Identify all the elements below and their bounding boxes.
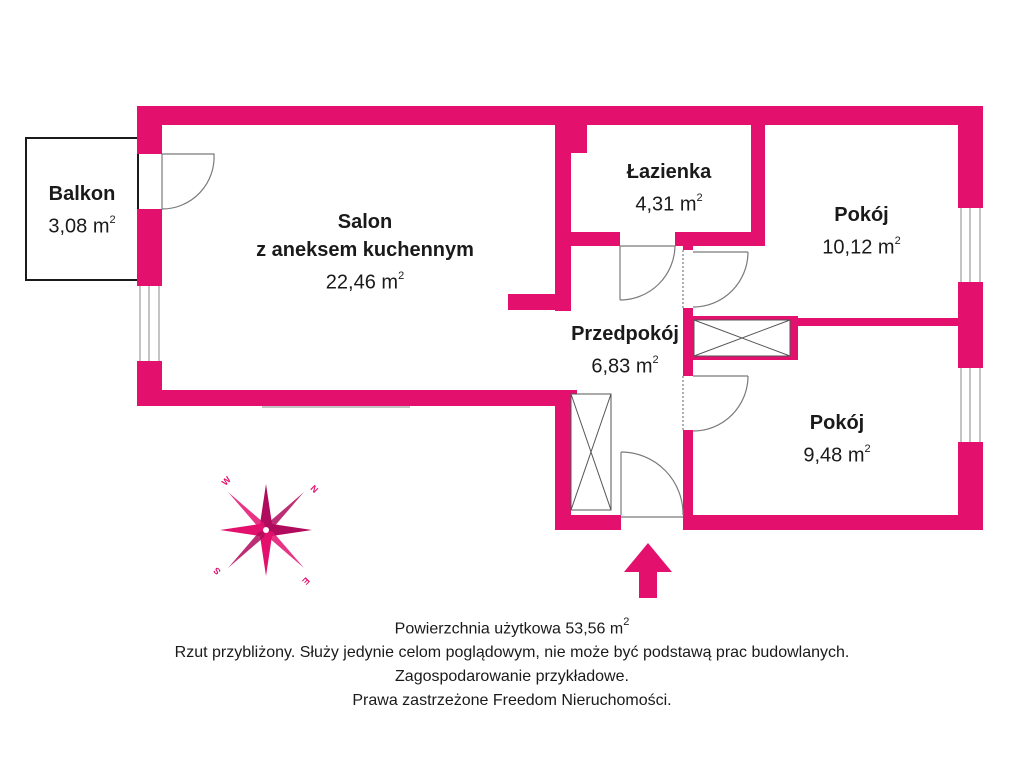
window-room2 xyxy=(960,368,981,442)
wall-left-upper xyxy=(137,106,162,154)
room-area: 10,12 m2 xyxy=(822,235,901,259)
footer-notes: Powierzchnia użytkowa 53,56 m2 Rzut przy… xyxy=(0,612,1024,713)
wall-bath-bottom-left xyxy=(555,232,620,246)
room-area: 9,48 m2 xyxy=(803,443,871,467)
room-name: Balkon xyxy=(48,183,116,205)
wall-salon-bottom xyxy=(137,390,577,406)
wall-salon-right xyxy=(555,106,571,311)
arrangement-line: Zagospodarowanie przykładowe. xyxy=(395,668,629,686)
room-name: Salon xyxy=(337,211,393,233)
wall-right-upper xyxy=(958,106,983,208)
door-room2 xyxy=(682,375,749,432)
wall-bath-notch xyxy=(555,125,587,153)
door-room1 xyxy=(682,250,749,308)
room-label-pokoj-2: Pokój 9,48 m2 xyxy=(737,409,937,470)
door-balcony xyxy=(161,153,215,210)
window-salon xyxy=(139,286,160,361)
room-name: Łazienka xyxy=(626,161,712,183)
usable-area-line: Powierzchnia użytkowa 53,56 m2 xyxy=(394,616,630,638)
compass-rose-icon xyxy=(220,484,312,576)
room-label-salon: Salon z aneksem kuchennym 22,46 m2 xyxy=(200,208,530,297)
room-name: Przedpokój xyxy=(571,323,679,345)
room-label-balkon: Balkon 3,08 m2 xyxy=(26,180,138,241)
room-name: Pokój xyxy=(809,412,865,434)
room-label-lazienka: Łazienka 4,31 m2 xyxy=(587,158,751,219)
room-area: 4,31 m2 xyxy=(635,192,703,216)
wall-salon-stub xyxy=(508,294,571,310)
window-room1 xyxy=(960,208,981,282)
disclaimer-line: Rzut przybliżony. Służy jedynie celom po… xyxy=(174,644,850,662)
room-area: 22,46 m2 xyxy=(325,270,405,294)
room-area: 6,83 m2 xyxy=(591,354,659,378)
wall-bath-right xyxy=(751,106,765,246)
room-label-pokoj-1: Pokój 10,12 m2 xyxy=(765,201,958,262)
wall-bath-bottom-right xyxy=(675,232,765,246)
wall-rooms-divider xyxy=(790,318,983,326)
wall-left-middle xyxy=(137,209,162,286)
wall-hall-right-low xyxy=(683,430,693,530)
room-name-extra: z aneksem kuchennym xyxy=(256,239,474,261)
room-label-przedpokoj: Przedpokój 6,83 m2 xyxy=(540,320,710,381)
wall-hall-right-top xyxy=(683,232,693,250)
room-name: Pokój xyxy=(834,204,889,226)
wall-bottom-right xyxy=(683,515,983,530)
door-bathroom xyxy=(619,245,676,301)
copyright-line: Prawa zastrzeżone Freedom Nieruchomości. xyxy=(352,692,672,710)
wall-bottom-left xyxy=(555,515,621,530)
room-area: 3,08 m2 xyxy=(48,214,116,238)
wall-hall-left xyxy=(555,390,571,530)
arrow-up-icon xyxy=(624,543,672,598)
door-entrance xyxy=(620,451,684,518)
